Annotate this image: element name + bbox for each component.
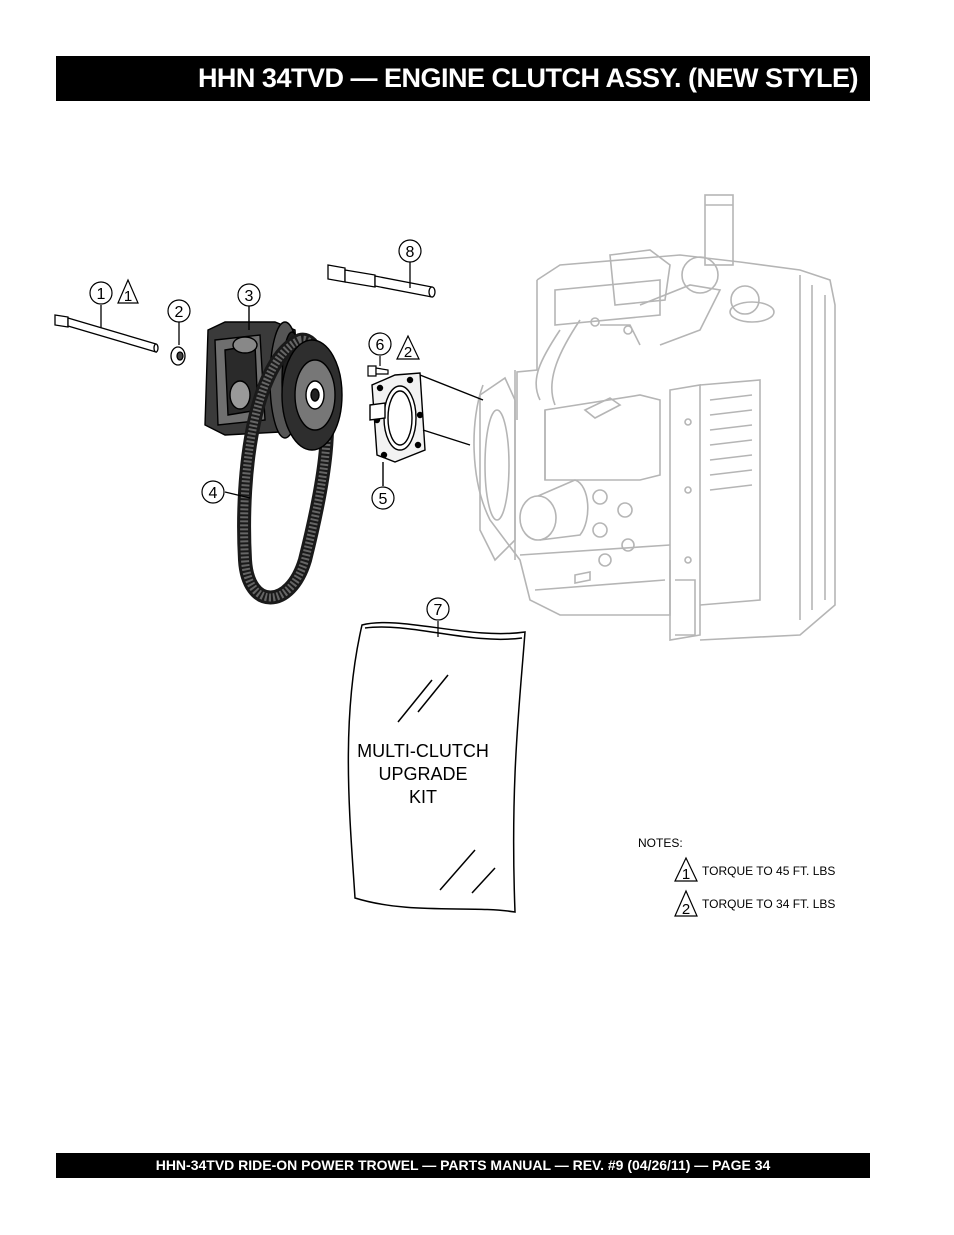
callout-5-label: 5 xyxy=(379,491,388,508)
page-footer: HHN-34TVD RIDE-ON POWER TROWEL — PARTS M… xyxy=(56,1153,870,1178)
notes-triangle-1-label: 1 xyxy=(682,866,690,883)
callout-2 xyxy=(167,299,191,323)
callout-8-label: 8 xyxy=(406,244,415,261)
callout-1 xyxy=(89,281,113,305)
callout-8 xyxy=(398,239,422,263)
callout-2-label: 2 xyxy=(175,304,184,321)
notes-triangle-2 xyxy=(674,889,698,917)
kit-label: MULTI-CLUTCH UPGRADE KIT xyxy=(343,740,503,809)
callout-3 xyxy=(237,283,261,307)
engine-illustration xyxy=(473,194,836,641)
part-1-bolt xyxy=(54,305,159,353)
callout-6 xyxy=(368,332,392,356)
note-1-text: TORQUE TO 45 FT. LBS xyxy=(702,864,836,878)
part-6-screw xyxy=(367,356,389,377)
kit-label-line-1: MULTI-CLUTCH xyxy=(357,741,489,761)
part-5-flange xyxy=(369,372,484,486)
callout-7-label: 7 xyxy=(434,602,443,619)
callout-5 xyxy=(371,486,395,510)
callout-4-label: 4 xyxy=(209,485,218,502)
triangle-2-label: 2 xyxy=(404,344,412,361)
callout-6-label: 6 xyxy=(376,337,385,354)
notes-triangle-1 xyxy=(674,856,698,882)
note-2-text: TORQUE TO 34 FT. LBS xyxy=(702,897,836,911)
callout-1-label: 1 xyxy=(97,286,106,303)
driven-sprocket xyxy=(281,339,343,451)
torque-note-triangle-1 xyxy=(117,278,139,304)
kit-label-line-2: UPGRADE xyxy=(378,764,468,784)
part-2-washer xyxy=(170,322,186,366)
callout-4 xyxy=(201,480,225,504)
callout-7 xyxy=(426,597,450,621)
kit-label-line-3: KIT xyxy=(408,787,437,807)
notes-heading: NOTES: xyxy=(638,836,683,850)
torque-note-triangle-2 xyxy=(396,334,420,360)
part-7-kit-bag xyxy=(347,621,526,913)
notes-triangle-2-label: 2 xyxy=(682,901,690,918)
page-title: HHN 34TVD — ENGINE CLUTCH ASSY. (NEW STY… xyxy=(56,56,870,101)
part-8-shaft xyxy=(327,262,436,298)
callout-3-label: 3 xyxy=(245,288,254,305)
triangle-1-label: 1 xyxy=(124,288,132,305)
